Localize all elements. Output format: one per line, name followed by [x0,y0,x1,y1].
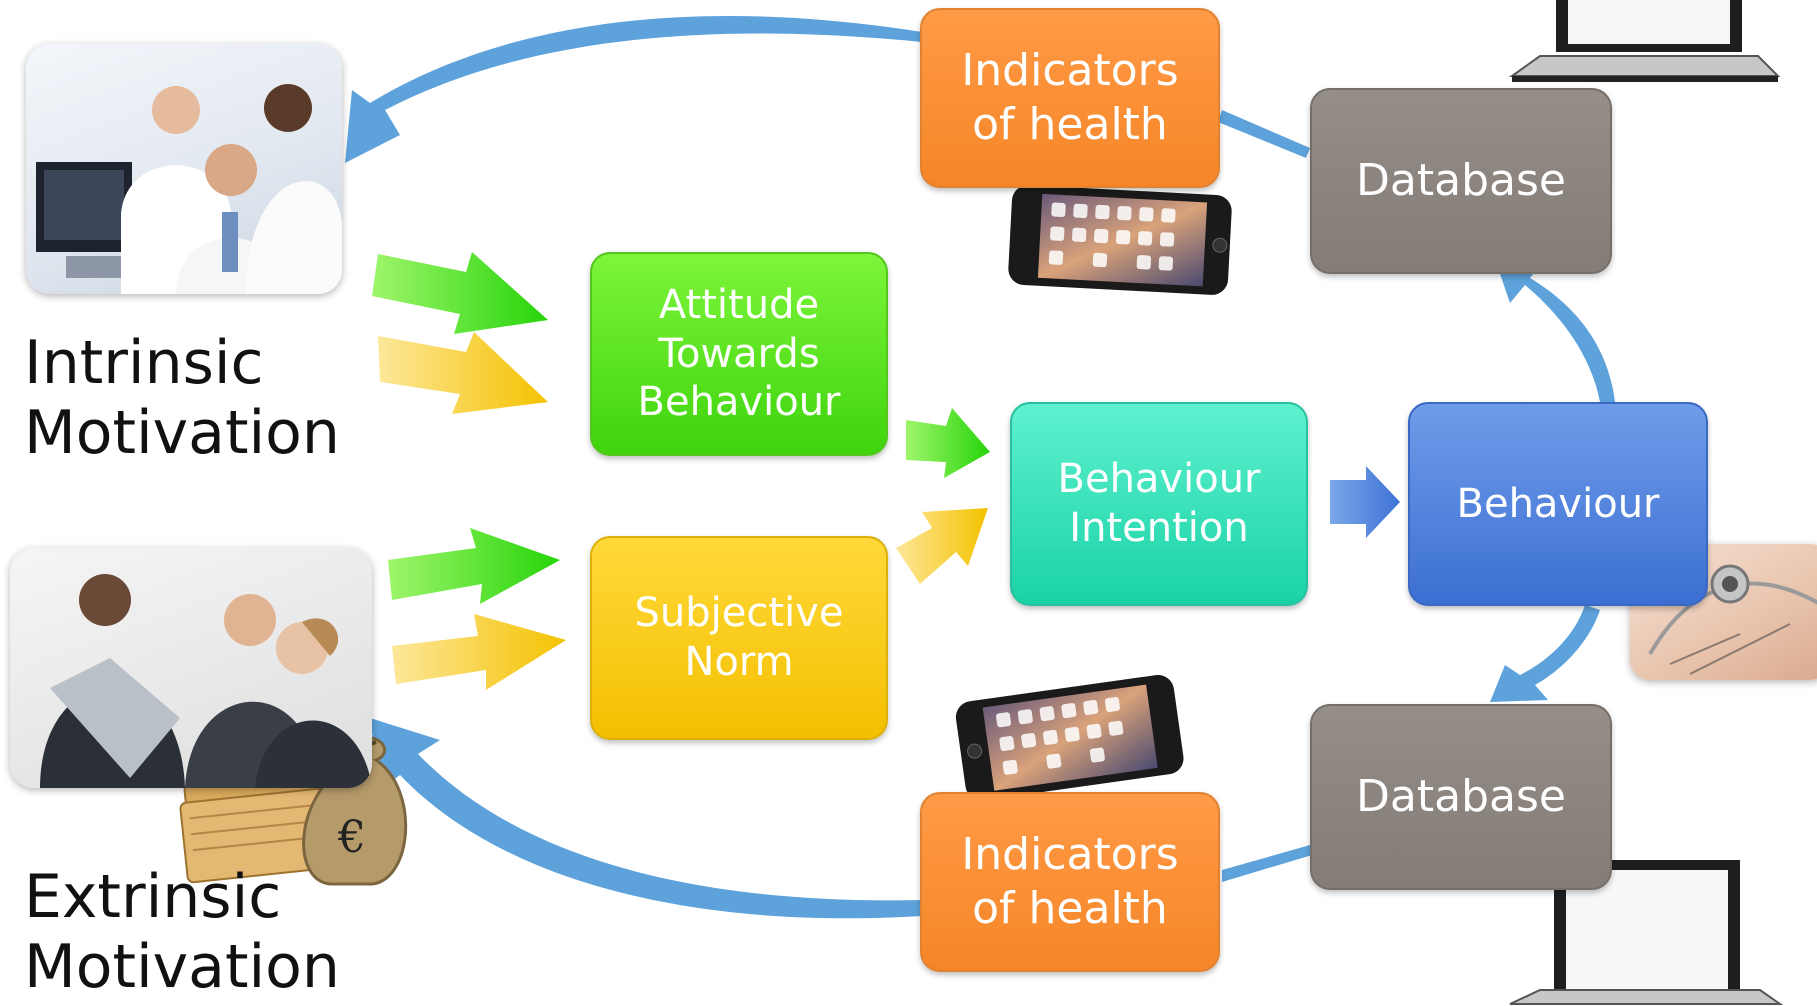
stethoscope-illustration [1648,564,1817,675]
laptop-icon [1508,0,1781,82]
attitude-towards-behaviour-node: Attitude Towards Behaviour [590,252,888,456]
arrow-green-attitude-to-intention [906,408,990,478]
behaviour-label: Behaviour [1456,480,1660,527]
business-meeting-photo [10,548,372,788]
doctors-illustration [36,84,342,294]
arrow-yellow-intrinsic-to-attitude [378,332,548,414]
extrinsic-motivation-label: Extrinsic Motivation [24,862,340,1003]
intrinsic-motivation-label: Intrinsic Motivation [24,328,340,469]
business-meeting-illustration [40,574,372,788]
connector-indicators-database-top [1218,110,1310,158]
database-top-label: Database [1356,155,1566,207]
feedback-arrow-bottom [370,718,922,919]
subjective-norm-label: Subjective Norm [634,590,844,685]
doctors-photo [26,44,342,294]
indicators-of-health-bottom-node: Indicators of health [920,792,1220,972]
indicators-of-health-bottom-label: Indicators of health [961,829,1179,934]
feedback-arrow-top [345,15,922,164]
behaviour-intention-node: Behaviour Intention [1010,402,1308,606]
database-bottom-label: Database [1356,771,1566,823]
smartphone-icon [1008,185,1232,295]
arrow-behaviour-to-database-bottom [1490,605,1600,702]
subjective-norm-node: Subjective Norm [590,536,888,740]
attitude-towards-behaviour-label: Attitude Towards Behaviour [637,281,841,426]
indicators-of-health-top-node: Indicators of health [920,8,1220,188]
smartphone-icon [955,674,1184,801]
behaviour-node: Behaviour [1408,402,1708,606]
arrow-green-intrinsic-to-attitude [372,252,548,334]
connector-indicators-database-bottom [1222,845,1312,882]
indicators-of-health-top-label: Indicators of health [961,45,1179,150]
arrow-yellow-extrinsic-to-norm [392,614,566,690]
behaviour-intention-label: Behaviour Intention [1057,456,1261,551]
arrow-green-extrinsic-to-norm [388,528,560,604]
arrow-blue-intention-to-behaviour [1330,466,1400,538]
database-bottom-node: Database [1310,704,1612,890]
euro-symbol: € [338,812,366,863]
database-top-node: Database [1310,88,1612,274]
arrow-behaviour-to-database-top [1498,265,1615,402]
arrow-yellow-norm-to-intention [896,508,988,584]
